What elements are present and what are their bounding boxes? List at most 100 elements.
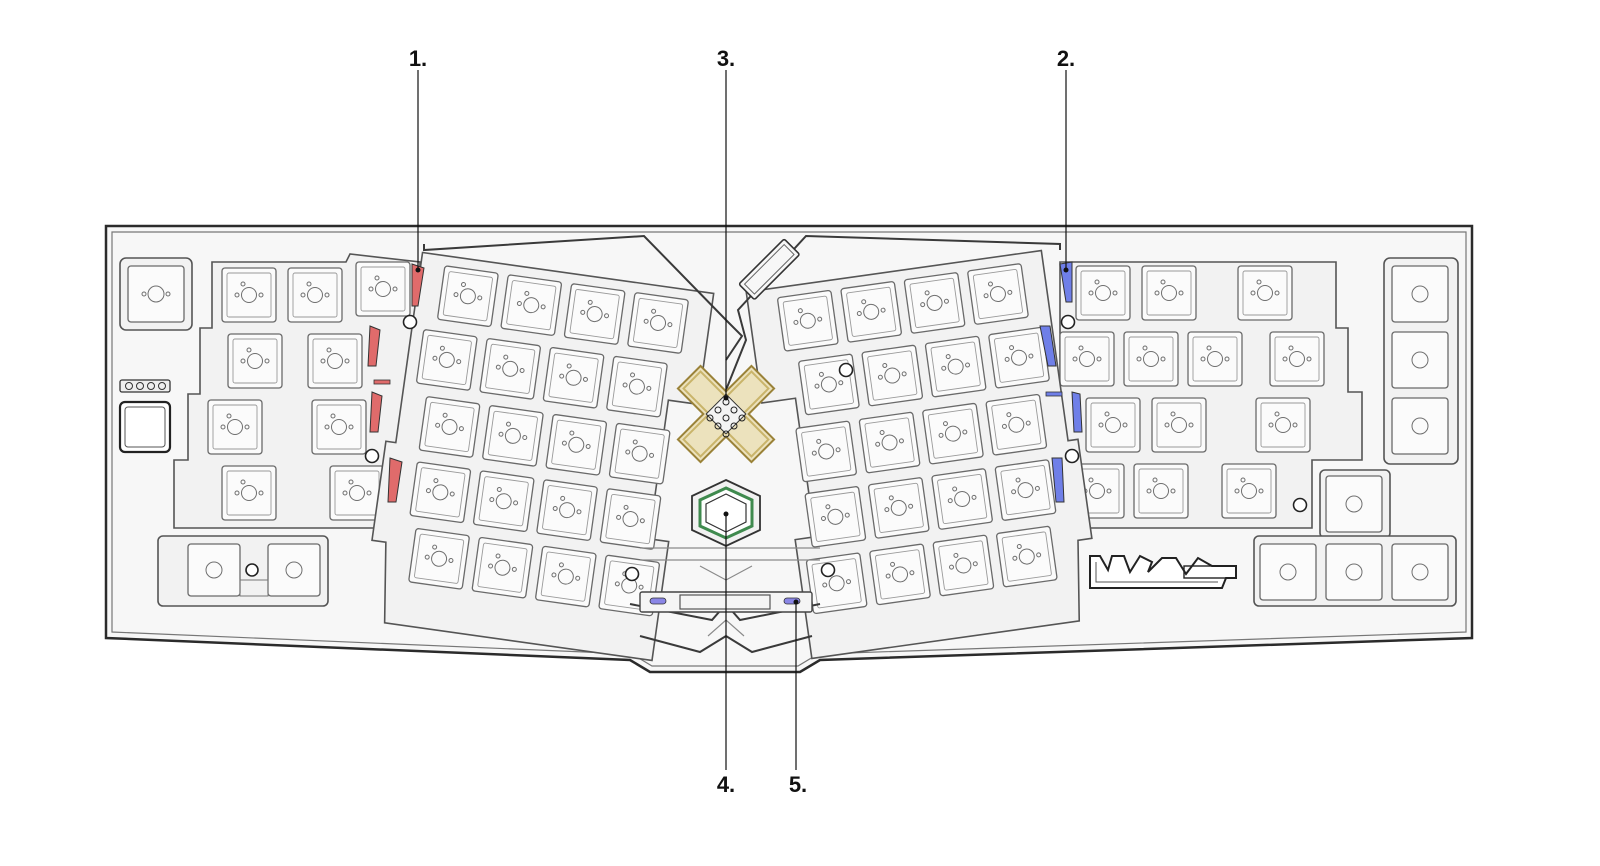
accent-marker-7: [1039, 325, 1057, 367]
key-switch: [798, 353, 860, 416]
switch-socket-icon: [438, 351, 455, 368]
key-switch: [861, 344, 924, 407]
center-badge: [738, 238, 800, 300]
screw-icon: [245, 563, 259, 577]
key-switch: [795, 420, 857, 483]
switch-socket-icon: [241, 287, 257, 303]
switch-socket-icon: [504, 427, 521, 444]
switch-socket-icon: [892, 566, 909, 583]
switch-socket-icon: [331, 419, 347, 435]
switch-socket-icon: [227, 419, 243, 435]
switch-socket-icon: [431, 550, 448, 567]
key-switch: [472, 470, 535, 532]
callout-1: 1.: [409, 46, 427, 273]
key-switch: [967, 263, 1029, 325]
right-split: [745, 249, 1093, 660]
key-switch: [627, 292, 689, 354]
accent-marker-8: [1045, 391, 1063, 397]
key-switch: [221, 465, 277, 521]
switch-socket-icon: [820, 376, 837, 393]
callout-3-label: 3.: [717, 46, 735, 71]
switch-socket-icon: [947, 358, 964, 375]
switch-socket-icon: [954, 491, 971, 508]
key-switch: [227, 333, 283, 389]
key-switch: [1269, 331, 1325, 387]
switch-socket-icon: [495, 493, 512, 510]
key-switch: [535, 545, 597, 608]
switch-socket-icon: [799, 312, 816, 329]
switch-socket-icon: [1275, 417, 1291, 433]
key-switch: [804, 486, 867, 548]
key-switch: [409, 461, 472, 524]
switch-socket-icon: [565, 369, 582, 386]
accent-marker-3: [373, 379, 391, 385]
key-switch: [536, 479, 598, 541]
key-switch: [479, 338, 541, 400]
left-accent-markers: [367, 263, 425, 503]
accent-marker-1: [411, 263, 425, 307]
key-switch: [985, 393, 1048, 456]
switch-socket-icon: [890, 499, 907, 516]
switch-socket-icon: [926, 294, 943, 311]
key-switch: [994, 459, 1057, 521]
key-switch: [869, 543, 931, 606]
key-switch: [606, 355, 668, 418]
switch-socket-icon: [375, 281, 391, 297]
key-switch: [542, 346, 605, 409]
key-switch: [471, 536, 534, 599]
right-accent-markers: [1039, 261, 1083, 503]
switch-socket-icon: [1171, 417, 1187, 433]
switch-socket-icon: [586, 306, 603, 323]
callout-4-label: 4.: [717, 772, 735, 797]
switch-socket-icon: [631, 445, 648, 462]
key-switch: [307, 333, 363, 389]
screw-icon: [1060, 314, 1076, 330]
callout-2-label: 2.: [1057, 46, 1075, 71]
switch-socket-icon: [1017, 482, 1034, 499]
switch-socket-icon: [1161, 285, 1177, 301]
case-inner-outline: [111, 231, 1467, 667]
screws: [364, 314, 1308, 582]
screw-icon: [1292, 497, 1308, 513]
switch-socket-icon: [349, 485, 365, 501]
accent-marker-9: [1071, 391, 1083, 433]
switch-socket-icon: [441, 418, 458, 435]
key-switch: [500, 274, 563, 336]
switch-socket-icon: [459, 288, 476, 305]
power-button: [118, 400, 172, 454]
switch-socket-icon: [1153, 483, 1169, 499]
switch-socket-icon: [1143, 351, 1159, 367]
accent-marker-6: [1059, 261, 1073, 303]
switch-socket-icon: [327, 353, 343, 369]
callout-3: 3.: [717, 46, 735, 401]
accent-marker-2: [367, 325, 381, 367]
switch-socket-icon: [241, 485, 257, 501]
left-split: [371, 251, 715, 662]
switch-socket-icon: [1241, 483, 1257, 499]
switch-socket-icon: [628, 378, 645, 395]
key-switch: [932, 534, 995, 597]
key-switch: [287, 267, 343, 323]
accent-marker-5: [387, 457, 403, 503]
screw-icon: [624, 566, 640, 582]
logo-mark: [1089, 554, 1237, 589]
callout-5: 5.: [789, 599, 807, 797]
key-switch: [355, 261, 411, 317]
switch-socket-icon: [1257, 285, 1273, 301]
screw-icon: [402, 314, 418, 330]
key-switch: [608, 422, 671, 485]
key-switch: [311, 399, 367, 455]
key-switch: [840, 281, 902, 343]
switch-socket-icon: [307, 287, 323, 303]
key-switch: [599, 488, 662, 550]
key-switch: [996, 525, 1058, 588]
switch-socket-icon: [502, 360, 519, 377]
switch-socket-icon: [1008, 416, 1025, 433]
accent-marker-4: [369, 391, 383, 433]
switch-socket-icon: [432, 484, 449, 501]
led-left: [649, 597, 667, 605]
key-switch: [931, 468, 993, 530]
callout-5-label: 5.: [789, 772, 807, 797]
switch-socket-icon: [247, 353, 263, 369]
switch-socket-icon: [1289, 351, 1305, 367]
